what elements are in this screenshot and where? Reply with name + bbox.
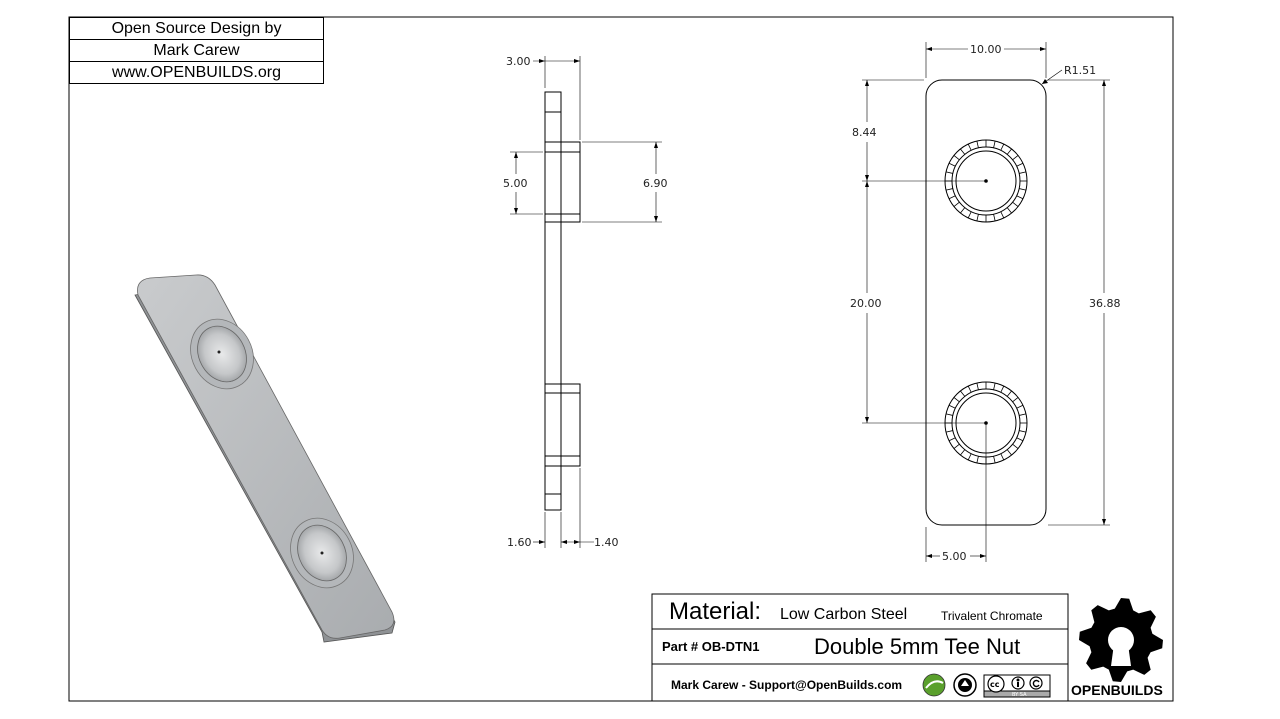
knurl-tooth — [960, 148, 966, 155]
knurl-tooth — [1012, 443, 1019, 449]
knurl-tooth — [993, 456, 996, 464]
knurl-tooth — [1012, 201, 1019, 207]
dim-side-bottom-right: 1.40 — [594, 536, 619, 549]
knurl-tooth — [1000, 143, 1005, 151]
material-value: Low Carbon Steel — [780, 606, 908, 623]
knurl-tooth — [967, 143, 972, 151]
dim-front-top-offset: 8.44 — [852, 126, 877, 139]
knurl-tooth — [948, 404, 956, 409]
front-view-arrows — [865, 47, 1106, 558]
sheet-border — [68, 16, 1174, 702]
knurl-tooth — [945, 171, 953, 174]
knurl-tooth — [1000, 211, 1005, 219]
finish-value: Trivalent Chromate — [941, 609, 1043, 623]
dim-front-radius: R1.51 — [1064, 64, 1096, 77]
open-hardware-badge-icon — [953, 673, 977, 697]
material-label: Material: — [669, 598, 762, 625]
knurl-tooth — [993, 214, 996, 222]
front-view — [862, 42, 1110, 562]
knurl-tooth — [1006, 390, 1012, 397]
side-profile — [544, 91, 581, 511]
knurl-tooth — [945, 413, 953, 416]
dim-side-top: 3.00 — [506, 55, 531, 68]
contact-info: Mark Carew - Support@OpenBuilds.com — [671, 678, 903, 692]
knurl-tooth — [960, 390, 966, 397]
knurl-tooth — [976, 140, 979, 148]
knurl-tooth — [948, 195, 956, 200]
designer-block: Open Source Design by Mark Carew www.OPE… — [69, 17, 324, 84]
dim-front-total-height: 36.88 — [1089, 297, 1121, 310]
knurl-tooth — [953, 201, 960, 207]
part-number: Part # OB-DTN1 — [662, 639, 760, 654]
side-view — [510, 56, 662, 548]
knurl-tooth — [953, 397, 960, 403]
isometric-view — [134, 274, 396, 643]
designer-website: www.OPENBUILDS.org — [112, 64, 281, 81]
dim-side-outer: 6.90 — [643, 177, 668, 190]
knurl-tooth — [1012, 397, 1019, 403]
knurl-tooth — [948, 437, 956, 442]
dim-side-bottom-left: 1.60 — [507, 536, 532, 549]
osh-badge-icon — [922, 673, 946, 697]
plate-top-face — [137, 274, 395, 639]
upper-hole-center — [217, 350, 221, 354]
part-name: Double 5mm Tee Nut — [814, 634, 1021, 659]
dim-side-inner: 5.00 — [503, 177, 528, 190]
knurl-tooth — [1019, 171, 1027, 174]
lower-hole-center — [320, 551, 324, 555]
knurl-tooth — [945, 188, 953, 191]
knurl-tooth — [993, 140, 996, 148]
knurl-tooth — [953, 155, 960, 161]
dim-front-hole-spacing: 20.00 — [850, 297, 882, 310]
knurl-tooth — [1000, 453, 1005, 461]
knurl-tooth — [1000, 385, 1005, 393]
openbuilds-logo-text: OPENBUILDS — [1071, 682, 1163, 698]
upper-knurl — [945, 140, 1027, 222]
knurl-tooth — [993, 382, 996, 390]
openbuilds-gear-icon — [1079, 598, 1163, 682]
knurl-tooth — [953, 443, 960, 449]
knurl-tooth — [967, 385, 972, 393]
knurl-tooth — [1006, 207, 1012, 214]
knurl-tooth — [1019, 413, 1027, 416]
knurl-tooth — [976, 382, 979, 390]
dim-front-width: 10.00 — [970, 43, 1002, 56]
knurl-tooth — [948, 162, 956, 167]
knurl-tooth — [960, 207, 966, 214]
title-block-frame — [651, 593, 1069, 702]
cc-license-badge-icon — [983, 674, 1051, 698]
knurl-tooth — [976, 456, 979, 464]
knurl-tooth — [960, 449, 966, 456]
upper-hole — [197, 325, 247, 383]
dim-front-half-width: 5.00 — [942, 550, 967, 563]
knurl-tooth — [1019, 430, 1027, 433]
knurl-tooth — [1006, 449, 1012, 456]
knurl-tooth — [1016, 162, 1024, 167]
knurl-tooth — [1012, 155, 1019, 161]
knurl-tooth — [1016, 437, 1024, 442]
cc-badge-subtext: BY SA — [1012, 692, 1027, 698]
side-view-arrows — [514, 59, 658, 544]
designer-line-1: Open Source Design by — [70, 18, 323, 40]
knurl-tooth — [1016, 404, 1024, 409]
knurl-tooth — [976, 214, 979, 222]
knurl-tooth — [1006, 148, 1012, 155]
knurl-tooth — [945, 430, 953, 433]
knurl-tooth — [1016, 195, 1024, 200]
designer-line-2: Mark Carew — [70, 40, 323, 62]
cc-badge-text: cc — [990, 680, 1000, 689]
knurl-tooth — [967, 211, 972, 219]
knurl-tooth — [1019, 188, 1027, 191]
knurl-tooth — [967, 453, 972, 461]
